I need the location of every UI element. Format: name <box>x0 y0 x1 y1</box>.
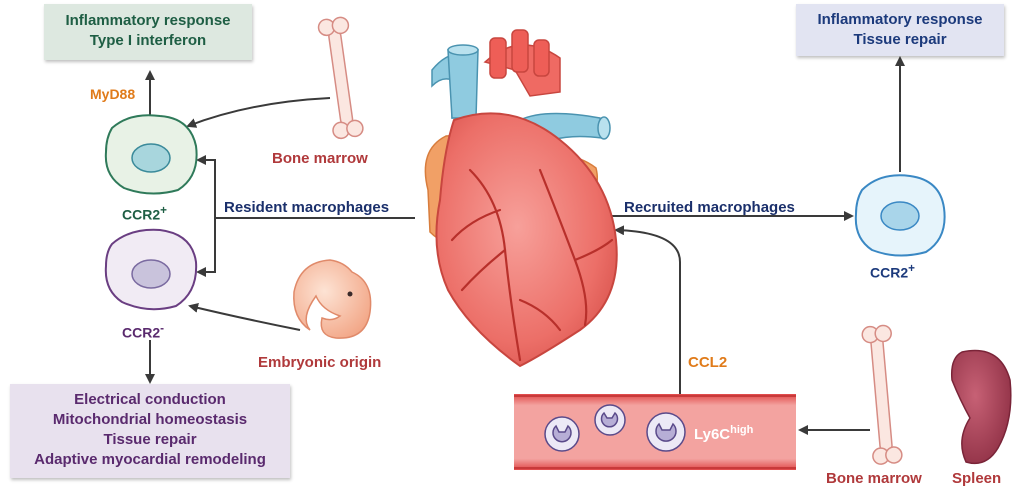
macrophage-cell-icon-ccr2pos-right <box>854 174 946 257</box>
arrow-bone-to-ccr2pos <box>186 97 331 128</box>
macrophage-cell-icon-ccr2neg <box>104 228 198 311</box>
recruited-macrophages-label: Recruited macrophages <box>624 199 795 216</box>
top-left-box-line2: Type I interferon <box>89 32 207 49</box>
bottom-left-box-line3: Tissue repair <box>103 431 197 448</box>
ccr2-positive-left-label: CCR2+ <box>122 204 167 223</box>
bottom-left-box: Electrical conduction Mitochondrial home… <box>10 384 290 478</box>
heart-icon <box>424 29 618 368</box>
embryo-icon <box>293 259 372 339</box>
plus-sign: + <box>160 204 167 217</box>
arrow-embryo-to-ccr2neg <box>188 303 301 331</box>
ccl2-label: CCL2 <box>688 354 728 371</box>
monocyte-icon <box>544 404 686 452</box>
bone-icon-top <box>317 16 364 140</box>
bottom-left-box-line1: Electrical conduction <box>74 391 226 408</box>
ccr2-positive-right-label: CCR2+ <box>870 262 915 281</box>
embryonic-origin-label: Embryonic origin <box>258 354 382 371</box>
ly6c-text: Ly6C <box>694 426 731 443</box>
bracket-upper <box>196 155 216 270</box>
ccr2-text: CCR2 <box>122 206 161 223</box>
myd88-label: MyD88 <box>90 86 136 102</box>
bone-marrow-bottom-label: Bone marrow <box>826 470 922 487</box>
ccr2-negative-label: CCR2- <box>122 322 164 341</box>
spleen-label: Spleen <box>952 470 1002 487</box>
blood-vessel-icon <box>514 394 796 470</box>
top-left-box: Inflammatory response Type I interferon <box>44 4 252 60</box>
top-right-box-line1: Inflammatory response <box>817 11 983 28</box>
bottom-left-box-line4: Adaptive myocardial remodeling <box>34 451 266 468</box>
top-left-box-line1: Inflammatory response <box>65 12 231 29</box>
arrows <box>145 56 905 435</box>
bone-marrow-top-label: Bone marrow <box>272 150 368 167</box>
ly6c-superscript: high <box>730 424 754 436</box>
resident-macrophages-label: Resident macrophages <box>224 199 390 216</box>
spleen-icon <box>950 349 1012 465</box>
bracket-lower <box>196 218 216 277</box>
minus-sign: - <box>160 322 165 335</box>
bottom-left-box-line2: Mitochondrial homeostasis <box>52 411 248 428</box>
ccr2-text: CCR2 <box>870 264 909 281</box>
ly6c-high-label: Ly6Chigh <box>694 424 753 443</box>
top-right-box-line2: Tissue repair <box>853 31 947 48</box>
macrophage-cell-icon-ccr2pos-left <box>104 114 198 195</box>
top-right-box: Inflammatory response Tissue repair <box>796 4 1004 56</box>
bone-icon-bottom <box>861 324 903 465</box>
ccr2-text: CCR2 <box>122 324 161 341</box>
arrow-vessel-to-heart <box>614 225 681 396</box>
plus-sign: + <box>908 262 915 275</box>
